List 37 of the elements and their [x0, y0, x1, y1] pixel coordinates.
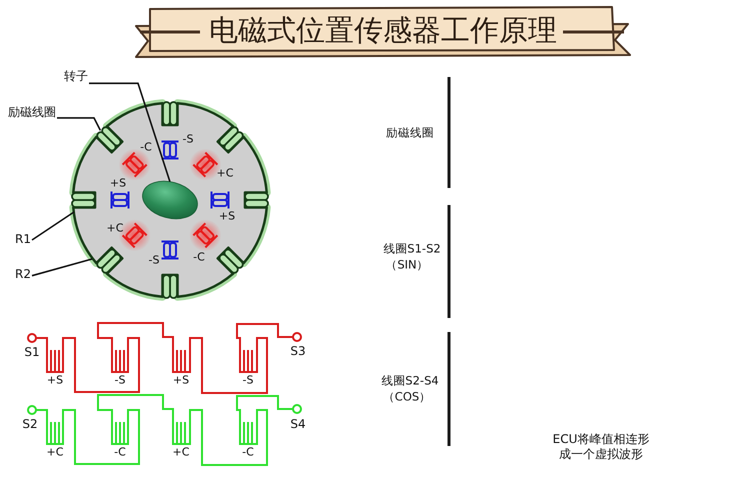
coil [94, 124, 123, 153]
coil-label: -S [182, 134, 194, 146]
terminal-label: S4 [290, 418, 306, 432]
signal-label: 励磁线圈 [386, 126, 434, 140]
coil-label: -C [140, 142, 152, 154]
terminal-label: S2 [22, 418, 38, 432]
coil-label: -S [242, 374, 254, 388]
coil-label: +S [172, 374, 190, 388]
rotor [142, 180, 198, 220]
note: ECU将峰值相连形成一个虚拟波形 [552, 432, 650, 462]
part-label: 转子 [64, 70, 88, 84]
signal-label: （COS） [382, 390, 432, 404]
title: 电磁式位置传感器工作原理 [209, 15, 557, 47]
coil-label: +C [172, 446, 190, 460]
coil-label: +S [218, 210, 236, 224]
coil-label: +C [106, 222, 124, 236]
coil-label: -C [193, 252, 205, 264]
coil-label: +C [216, 168, 234, 180]
coil-label: -S [148, 254, 160, 268]
signal-label: （SIN） [385, 258, 429, 272]
coil-label: -C [242, 446, 254, 460]
leader-line [32, 258, 92, 276]
part-label: R1 [15, 233, 31, 247]
terminal-label: S1 [24, 346, 40, 360]
leader-line [57, 117, 102, 131]
signal-label: 线圈S2-S4 [381, 374, 439, 388]
coil-label: -S [114, 374, 126, 388]
leader-line [89, 82, 171, 182]
terminal-label: S3 [290, 345, 306, 359]
signal-label: 线圈S1-S2 [383, 242, 441, 256]
coil-label: +S [110, 178, 126, 190]
coil-label: -C [114, 446, 126, 460]
coil-label: +S [46, 374, 64, 388]
part-label: R2 [15, 268, 31, 282]
coil-label: +C [46, 446, 64, 460]
leader-line [32, 211, 74, 241]
part-label: 励磁线圈 [8, 106, 56, 120]
